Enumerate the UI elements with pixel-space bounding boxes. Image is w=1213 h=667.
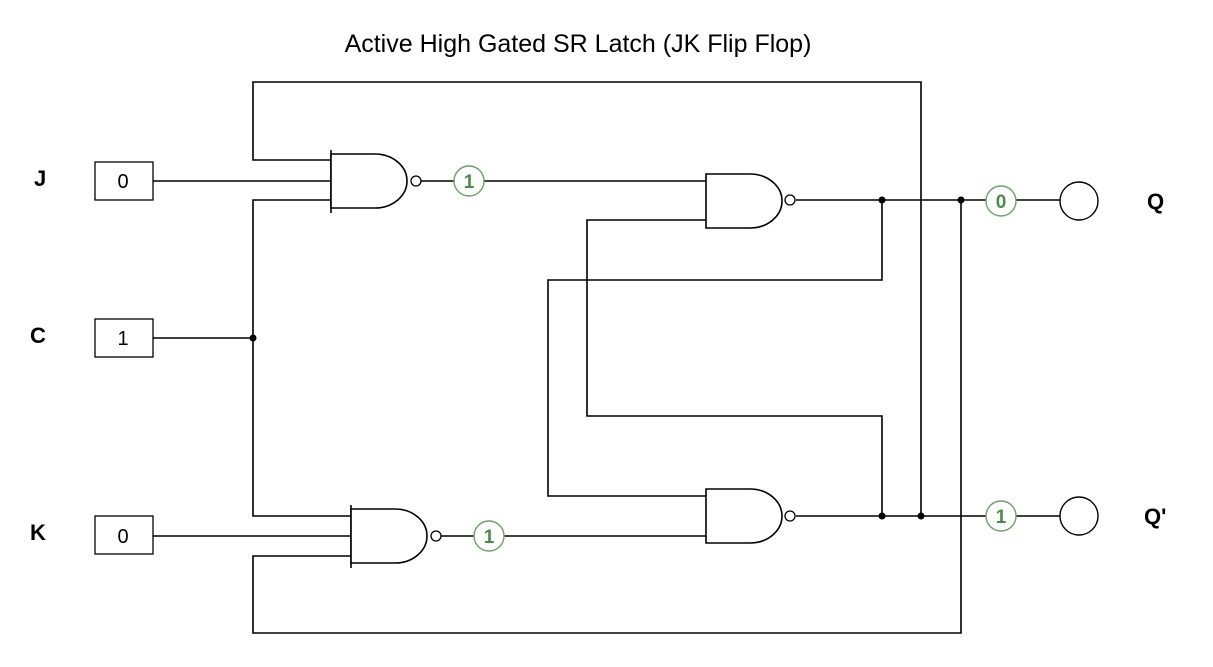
output-q: Q bbox=[1059, 181, 1164, 221]
input-k-label: K bbox=[30, 520, 46, 545]
probe-nand-j: 1 bbox=[453, 165, 485, 197]
nand-gate-latch-q bbox=[705, 173, 796, 229]
probe-q: 0 bbox=[985, 185, 1017, 217]
nand-gate-latch-q-bar bbox=[705, 488, 796, 544]
input-c[interactable]: C 1 bbox=[30, 318, 154, 358]
probe-nand-k: 1 bbox=[473, 520, 505, 552]
input-c-value: 1 bbox=[117, 328, 128, 350]
input-k[interactable]: K 0 bbox=[30, 515, 154, 555]
probe-q-bar: 1 bbox=[985, 500, 1017, 532]
output-q-label: Q bbox=[1147, 189, 1164, 214]
input-k-value: 0 bbox=[117, 526, 128, 548]
nand-gate-j bbox=[330, 150, 454, 213]
nand-gate-k bbox=[350, 505, 474, 568]
input-j[interactable]: J 0 bbox=[34, 161, 154, 201]
input-j-value: 0 bbox=[117, 171, 128, 193]
wires bbox=[153, 81, 1062, 634]
output-q-bar-lamp bbox=[1059, 496, 1099, 536]
junctions bbox=[249, 196, 965, 520]
output-q-bar: Q' bbox=[1059, 496, 1166, 536]
probe-q-bar-value: 1 bbox=[996, 507, 1007, 528]
input-j-label: J bbox=[34, 166, 46, 191]
diagram-title: Active High Gated SR Latch (JK Flip Flop… bbox=[345, 30, 812, 58]
output-q-bar-label: Q' bbox=[1144, 504, 1166, 529]
input-c-label: C bbox=[30, 323, 46, 348]
probe-nand-k-value: 1 bbox=[484, 527, 495, 548]
probe-q-value: 0 bbox=[996, 192, 1007, 213]
probe-nand-j-value: 1 bbox=[464, 172, 475, 193]
output-q-lamp bbox=[1059, 181, 1099, 221]
